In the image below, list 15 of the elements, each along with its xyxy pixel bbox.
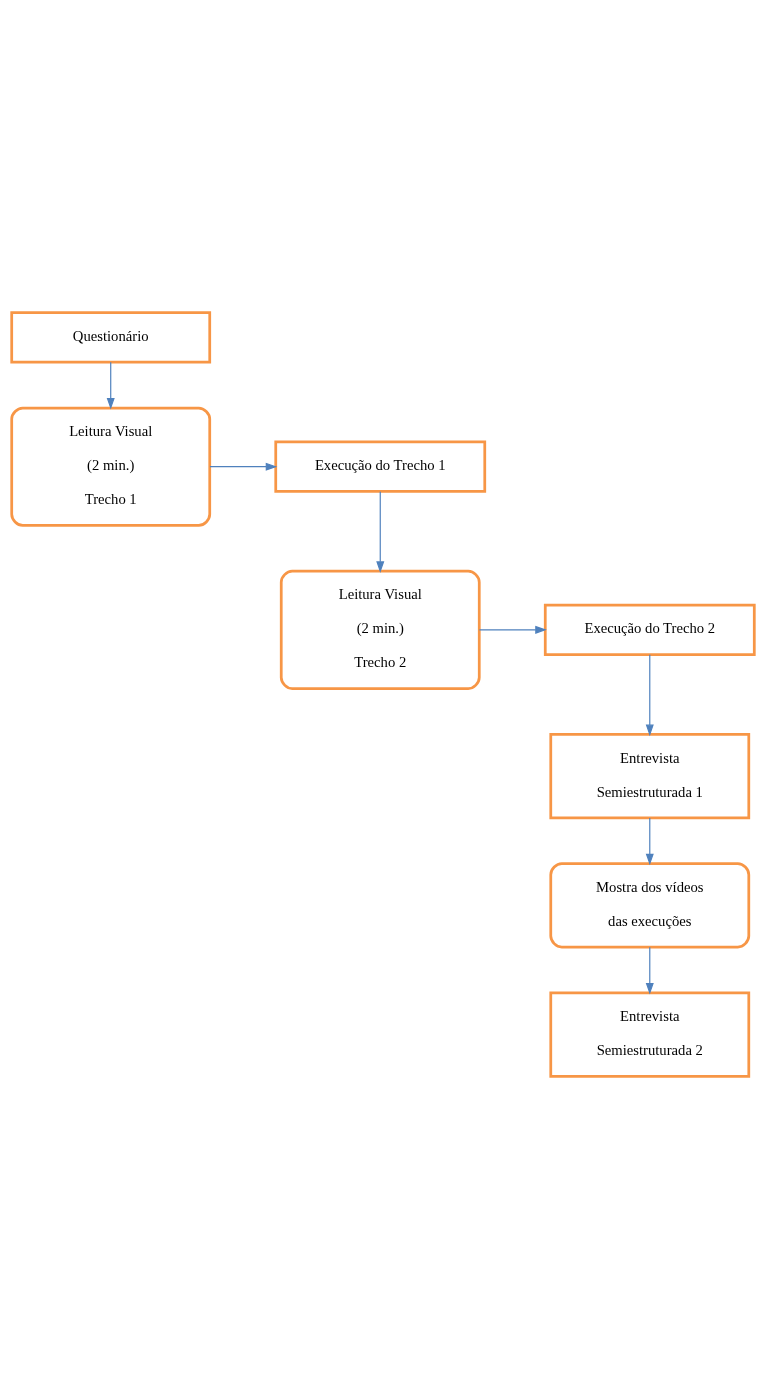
arrow [478,625,547,634]
node-box: Execução do Trecho 2 [543,603,756,656]
arrow [645,946,654,995]
node-box: Mostra dos vídeos das execuções [549,862,751,949]
arrow [645,817,654,866]
node-box: Leitura Visual (2 min.) Trecho 2 [279,569,481,690]
node-box: Execução do Trecho 1 [274,440,487,493]
arrow [376,491,385,573]
arrow [645,654,654,737]
node-box: Questionário [10,311,212,364]
node-box: Leitura Visual (2 min.) Trecho 1 [10,406,212,527]
node-box: Entrevista Semiestruturada 1 [549,733,751,820]
arrow [106,361,115,410]
node-box: Entrevista Semiestruturada 2 [549,991,751,1078]
arrow [209,462,278,471]
